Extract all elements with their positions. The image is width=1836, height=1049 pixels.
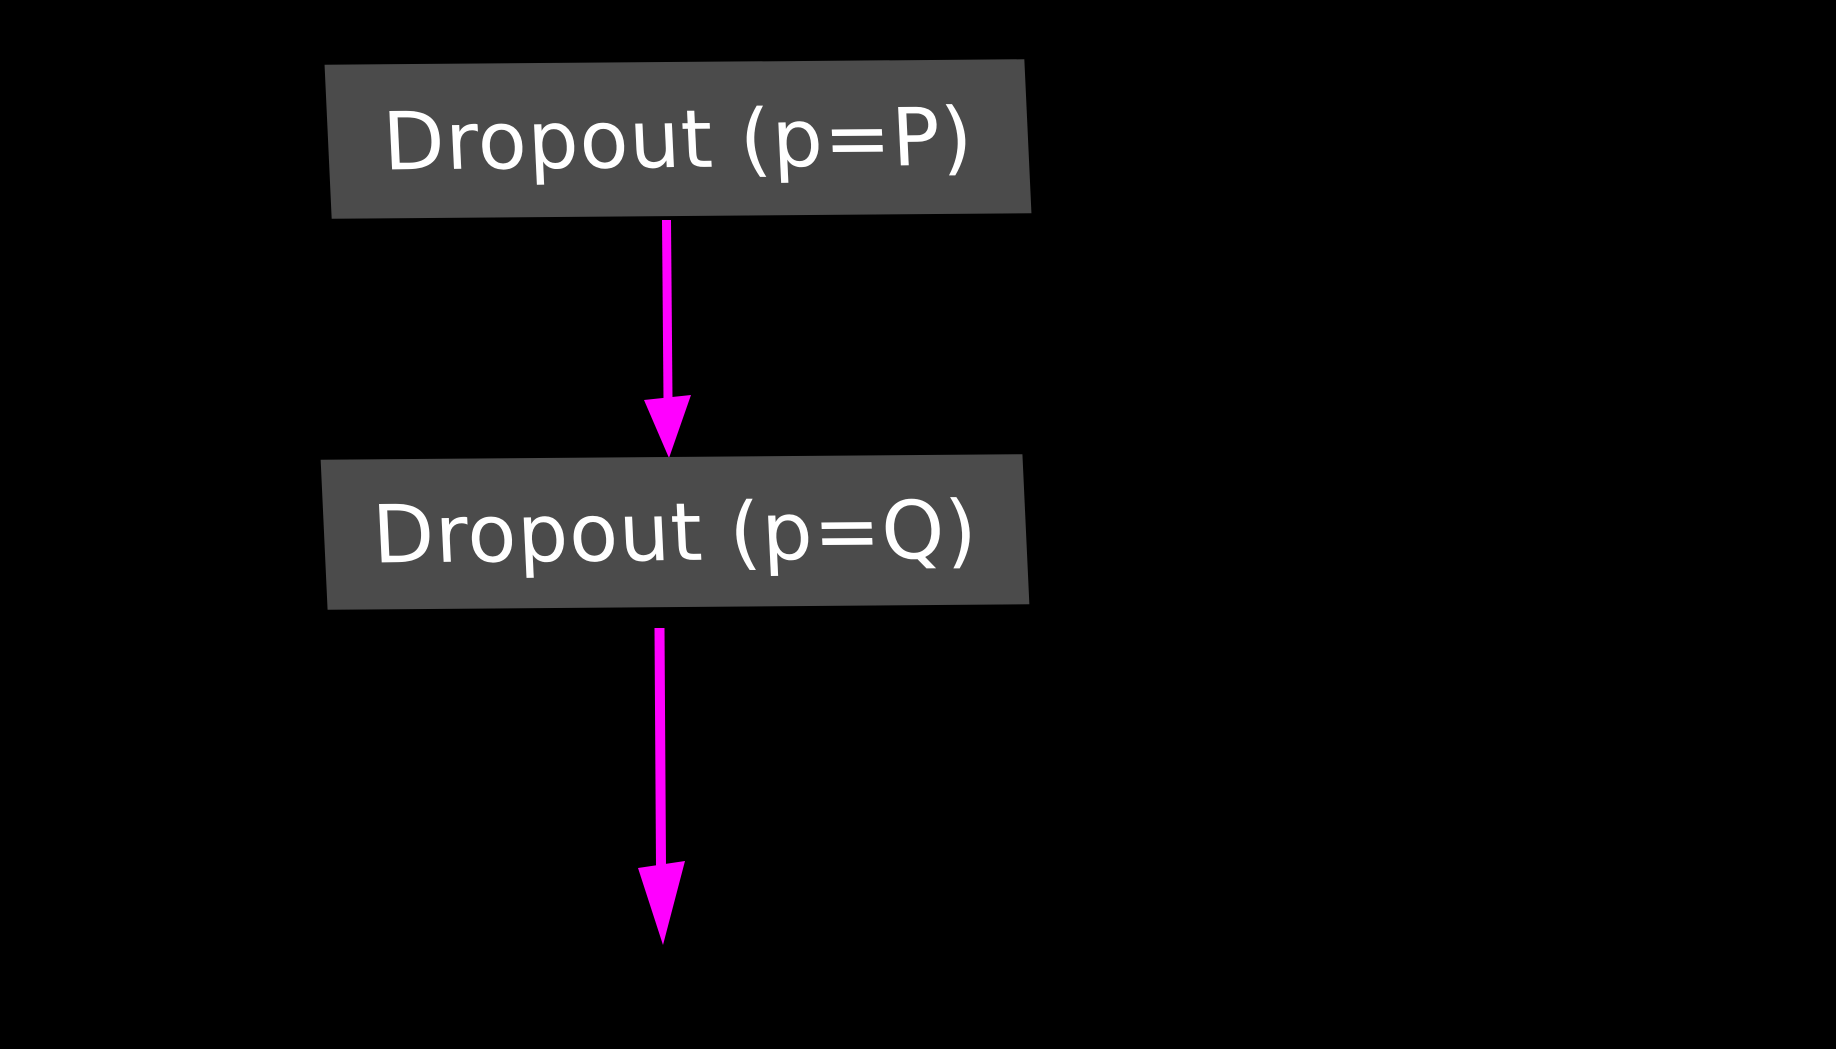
arrowhead-down-icon	[638, 861, 685, 945]
node-dropout-q: Dropout (p=Q)	[320, 454, 1030, 610]
arrowhead-down-icon	[644, 395, 691, 458]
node-dropout-p: Dropout (p=P)	[324, 59, 1032, 219]
edge-arrow-dropout-q-output	[638, 627, 685, 945]
node-dropout-q-label: Dropout (p=Q)	[370, 483, 980, 581]
edge-arrow-dropout-p-to-dropout-q	[644, 219, 691, 458]
node-dropout-p-label: Dropout (p=P)	[380, 90, 976, 188]
edge-line	[662, 219, 673, 401]
edge-line	[654, 627, 666, 867]
